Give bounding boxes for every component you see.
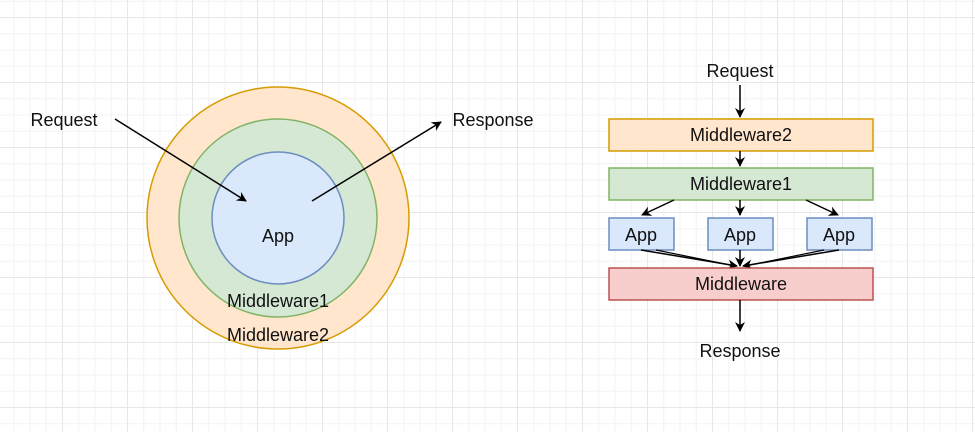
left-response-label: Response — [452, 110, 533, 130]
flow-diagram: Request Middleware2 Middleware1 App App … — [608, 61, 874, 361]
middleware-box-label: Middleware — [695, 274, 787, 294]
app-box-2 — [707, 217, 774, 251]
app-box-3-label: App — [823, 225, 855, 245]
app-box-1-label: App — [625, 225, 657, 245]
middleware2-box-label: Middleware2 — [690, 125, 792, 145]
right-request-label: Request — [706, 61, 773, 81]
middleware2-box — [608, 118, 874, 152]
app-box-2-label: App — [724, 225, 756, 245]
app-circle-label: App — [262, 226, 294, 246]
response-arrow — [311, 121, 442, 202]
right-response-label: Response — [699, 341, 780, 361]
middleware2-circle-label: Middleware2 — [227, 325, 329, 345]
concentric-diagram: App Middleware1 Middleware2 Request Resp… — [30, 86, 534, 350]
middleware1-to-app3-arrow — [805, 199, 839, 216]
middleware1-to-app1-arrow — [641, 199, 675, 216]
app3-cross-arrow — [744, 249, 825, 267]
middleware1-box — [608, 167, 874, 201]
request-arrow — [114, 118, 247, 202]
app-box-1 — [608, 217, 675, 251]
app-circle — [211, 151, 345, 285]
left-request-label: Request — [30, 110, 97, 130]
app-box-3 — [806, 217, 873, 251]
middleware-box — [608, 267, 874, 301]
app1-cross-arrow — [655, 249, 736, 267]
middleware1-box-label: Middleware1 — [690, 174, 792, 194]
middleware1-circle-label: Middleware1 — [227, 291, 329, 311]
